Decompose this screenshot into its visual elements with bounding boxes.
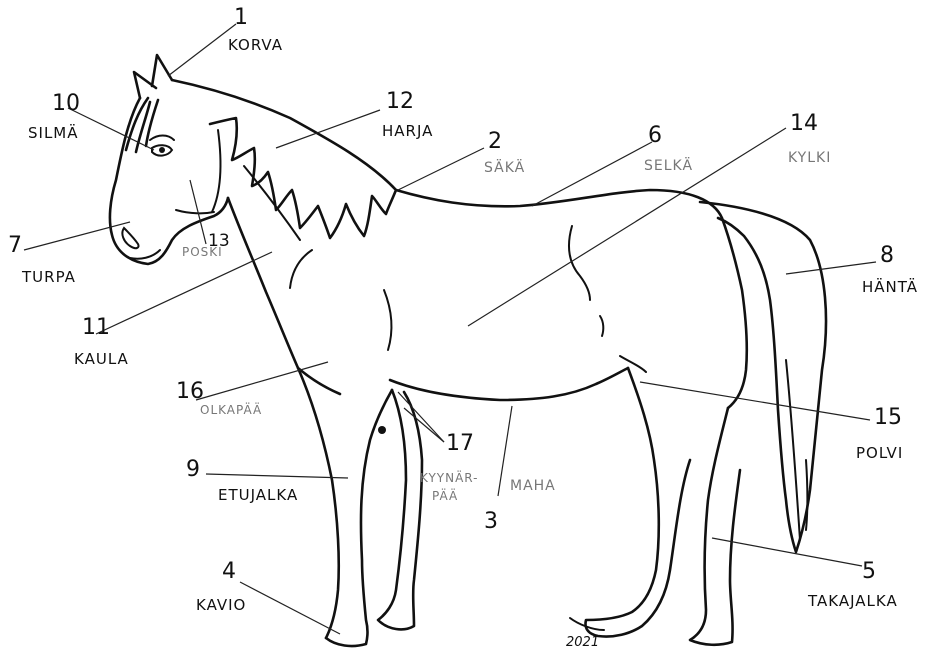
shoulder-line: [384, 290, 391, 350]
label-kaula-number: 11: [82, 315, 110, 340]
ear-front: [152, 55, 172, 86]
front-leg-near-front: [298, 368, 339, 638]
mouth: [130, 250, 160, 259]
leader-turpa: [24, 222, 130, 250]
leader-etujalka: [206, 474, 348, 478]
nostril: [122, 228, 138, 248]
neck-front: [228, 198, 340, 394]
neck-crease: [290, 250, 312, 288]
tail-strands: [786, 360, 808, 540]
label-polvi-number: 15: [874, 405, 902, 430]
horse-drawing: [110, 55, 826, 646]
flank-line: [569, 226, 590, 300]
stifle-line: [600, 316, 603, 336]
label-korva-number: 1: [234, 5, 248, 30]
label-saka-text: SÄKÄ: [484, 158, 525, 176]
hind-leg-far: [586, 368, 691, 637]
label-hanta-text: HÄNTÄ: [862, 277, 918, 296]
chestnut-mark: [378, 426, 386, 434]
label-olkapaa-text: OLKAPÄÄ: [200, 402, 262, 417]
leader-kavio: [240, 582, 340, 634]
leader-kaula: [96, 252, 272, 334]
label-harja-text: HARJA: [382, 122, 433, 140]
label-saka-number: 2: [488, 129, 502, 154]
leader-hanta: [786, 262, 876, 274]
hind-leg-near: [690, 408, 740, 645]
label-silma-text: SILMÄ: [28, 123, 79, 142]
mane: [172, 80, 396, 238]
label-harja-number: 12: [386, 89, 414, 114]
label-kyynarpaa-text-1: KYYNÄR-: [420, 470, 478, 485]
label-maha-text: MAHA: [510, 478, 556, 494]
leader-korva: [168, 24, 236, 76]
label-selka-text: SELKÄ: [644, 156, 693, 174]
artist-signature: 2021: [566, 635, 599, 650]
leader-takajalka: [712, 538, 862, 566]
label-takajalka-text: TAKAJALKA: [807, 592, 898, 610]
label-polvi-text: POLVI: [856, 444, 903, 462]
front-leg-far: [378, 390, 422, 629]
label-kavio-text: KAVIO: [196, 596, 246, 614]
label-etujalka-number: 9: [186, 457, 200, 482]
leader-polvi: [640, 382, 870, 420]
label-selka-number: 6: [648, 123, 662, 148]
label-poski-number: 13: [208, 231, 230, 251]
label-kavio-number: 4: [222, 559, 236, 584]
jaw-bottom: [176, 210, 214, 213]
label-korva-text: KORVA: [228, 36, 283, 54]
jaw-line: [212, 130, 220, 212]
label-turpa-number: 7: [8, 233, 22, 258]
label-takajalka-number: 5: [862, 559, 876, 584]
label-kylki-text: KYLKI: [788, 150, 831, 166]
label-silma-number: 10: [52, 91, 80, 116]
label-etujalka-text: ETUJALKA: [218, 486, 298, 504]
label-maha-number: 3: [484, 509, 498, 534]
label-kylki-number: 14: [790, 111, 818, 136]
mane-inner-line: [244, 166, 300, 240]
leader-kyynarpaa-b: [404, 408, 444, 442]
pupil: [159, 147, 165, 153]
leader-saka: [398, 148, 484, 190]
back-rump: [396, 190, 747, 408]
label-hanta-number: 8: [880, 243, 894, 268]
leader-harja: [276, 110, 380, 148]
label-kyynarpaa-number: 17: [446, 431, 474, 456]
eyebrow: [150, 136, 174, 141]
belly: [390, 368, 628, 400]
leader-kyynarpaa-a: [398, 392, 444, 442]
leader-poski: [190, 180, 206, 244]
label-turpa-text: TURPA: [21, 268, 76, 286]
leader-kylki: [468, 128, 786, 326]
label-kaula-text: KAULA: [74, 350, 129, 368]
label-kyynarpaa-text-2: PÄÄ: [432, 488, 458, 503]
label-olkapaa-number: 16: [176, 379, 204, 404]
